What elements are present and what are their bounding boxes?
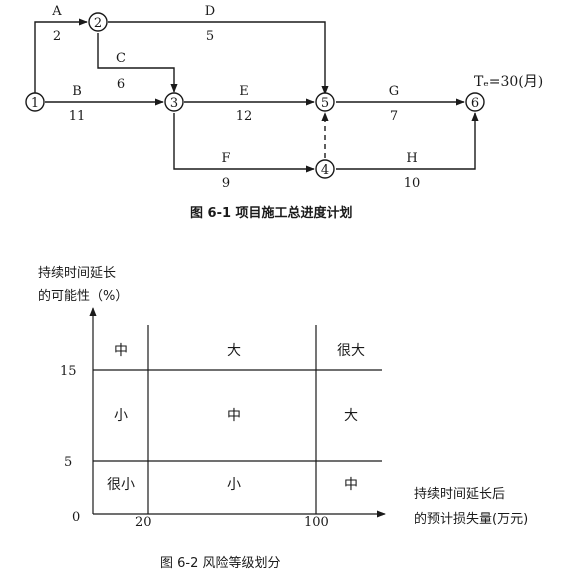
activity-duration-c: 6 [117, 77, 125, 92]
risk-cell-low-prob-mid-loss: 小 [227, 477, 241, 493]
node-1 [25, 92, 45, 112]
activity-name-b: B [72, 84, 82, 99]
activity-duration-a: 2 [53, 29, 61, 44]
activity-name-h: H [406, 151, 417, 166]
y-tick-5: 5 [64, 455, 72, 470]
node-5 [315, 92, 335, 112]
activity-duration-h: 10 [404, 176, 421, 191]
x-tick-20: 20 [135, 515, 152, 530]
node-label-3: 3 [170, 96, 178, 111]
x-axis-label-line1: 持续时间延长后 [414, 487, 505, 502]
y-axis-label-line1: 持续时间延长 [38, 266, 116, 281]
risk-cell-high-prob-high-loss: 很大 [337, 343, 365, 359]
activity-arrow-d [108, 21, 329, 95]
node-3 [164, 92, 184, 112]
activity-arrow-a [34, 18, 88, 93]
node-2 [88, 12, 108, 32]
risk-cell-high-prob-low-loss: 中 [114, 343, 128, 359]
activity-arrow-h [336, 112, 479, 170]
node-label-2: 2 [94, 16, 102, 31]
figure1-caption: 图 6-1 项目施工总进度计划 [190, 205, 353, 221]
x-axis-label-line2: 的预计损失量(万元) [414, 511, 528, 527]
node-label-5: 5 [321, 96, 329, 111]
activity-arrow-c [97, 33, 178, 93]
activity-name-c: C [116, 51, 126, 66]
activity-name-e: E [239, 84, 249, 99]
network-diagram [25, 12, 485, 179]
activity-arrow-f [173, 113, 315, 173]
activity-duration-d: 5 [206, 29, 214, 44]
y-axis-label-line2: 的可能性（%） [38, 288, 128, 304]
x-tick-100: 100 [304, 515, 329, 530]
risk-cell-mid-prob-low-loss: 小 [114, 408, 128, 424]
origin-label: 0 [72, 510, 80, 525]
node-label-6: 6 [471, 96, 479, 111]
activity-duration-b: 11 [69, 109, 86, 124]
activity-name-g: G [389, 84, 399, 99]
node-6 [465, 92, 485, 112]
node-label-4: 4 [321, 163, 329, 178]
node-label-1: 1 [31, 96, 39, 111]
activity-name-d: D [205, 4, 215, 19]
risk-cell-mid-prob-high-loss: 大 [344, 408, 358, 424]
figure2-caption: 图 6-2 风险等级划分 [160, 555, 281, 571]
risk-cell-high-prob-mid-loss: 大 [227, 343, 241, 359]
risk-matrix [89, 307, 386, 518]
risk-cell-low-prob-high-loss: 中 [344, 477, 358, 493]
activity-name-f: F [221, 151, 230, 166]
risk-cell-low-prob-low-loss: 很小 [107, 477, 135, 493]
y-tick-15: 15 [60, 364, 77, 379]
total-duration-note: Tₑ=30(月) [474, 74, 543, 90]
activity-duration-f: 9 [222, 176, 230, 191]
activity-duration-e: 12 [236, 109, 253, 124]
risk-cell-mid-prob-mid-loss: 中 [227, 408, 241, 424]
activity-name-a: A [51, 4, 62, 19]
node-4 [315, 159, 335, 179]
activity-duration-g: 7 [390, 109, 398, 124]
